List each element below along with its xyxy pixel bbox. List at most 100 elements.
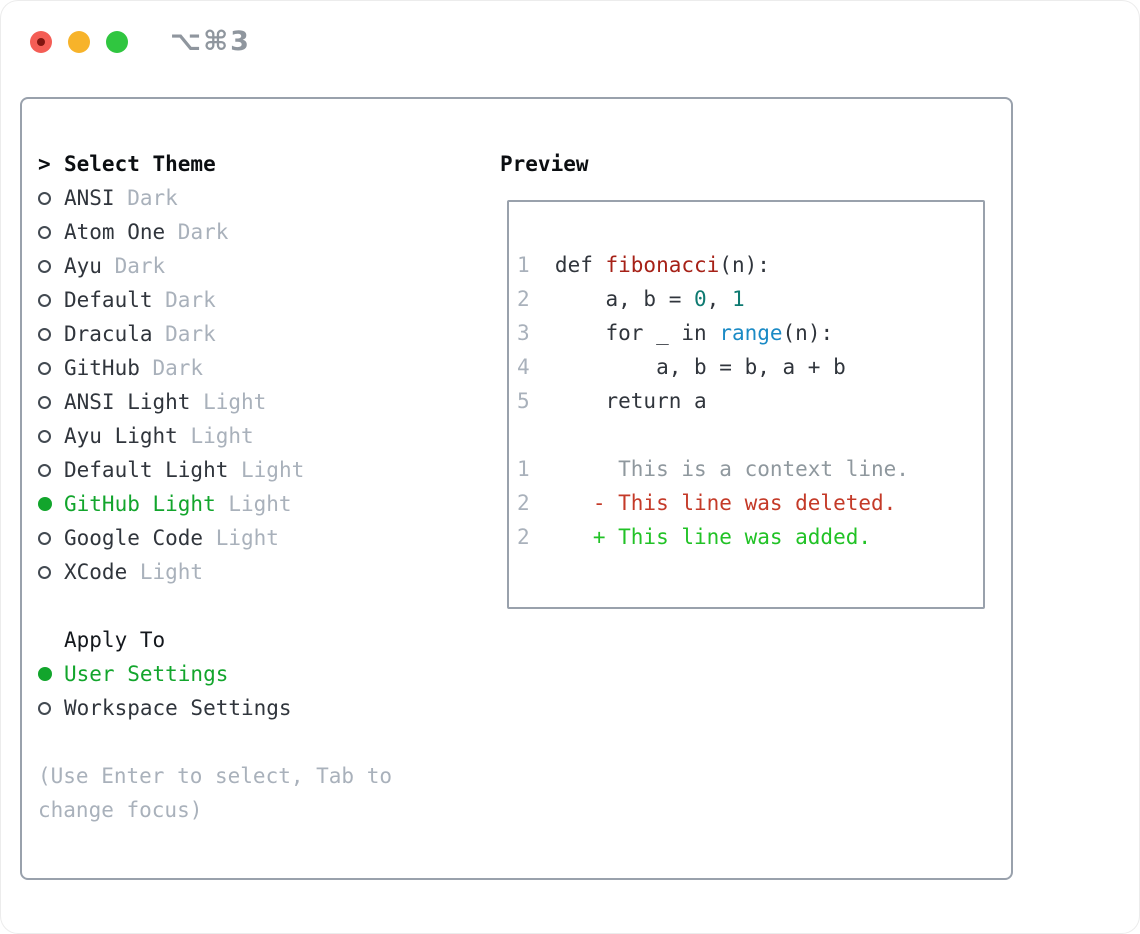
radio-selected-icon (38, 667, 52, 681)
radio-icon (38, 565, 51, 579)
preview-line: 2 + This line was added. (517, 520, 975, 554)
radio-icon (38, 463, 51, 477)
theme-name: Dracula (64, 322, 153, 346)
code-segment-builtin: range (719, 321, 783, 345)
theme-option-ayu[interactable]: Ayu Dark (38, 249, 440, 283)
theme-name: Ayu Light (64, 424, 178, 448)
apply-option-label: User Settings (64, 662, 229, 686)
theme-name: ANSI (64, 186, 115, 210)
radio-icon (38, 395, 51, 409)
theme-name: GitHub (64, 356, 140, 380)
theme-option-dracula[interactable]: Dracula Dark (38, 317, 440, 351)
theme-name: Ayu (64, 254, 102, 278)
code-segment-keyword: in (681, 321, 720, 345)
preview-line: 5 return a (517, 384, 975, 418)
cursor-indicator: > (38, 152, 51, 176)
theme-variant: Light (203, 390, 267, 414)
preview-line: 2 a, b = 0, 1 (517, 282, 975, 316)
theme-variant: Light (215, 526, 279, 550)
radio-icon (38, 293, 51, 307)
theme-name: Atom One (64, 220, 166, 244)
code-segment-plain: (n): (782, 321, 834, 345)
theme-option-ansi-light[interactable]: ANSI Light Light (38, 385, 440, 419)
radio-icon (38, 225, 51, 239)
spacer (38, 589, 440, 623)
theme-variant: Dark (165, 288, 216, 312)
maximize-button[interactable] (106, 30, 128, 53)
code-segment-plain (555, 321, 606, 345)
line-number: 3 (517, 321, 530, 345)
code-segment-plain: a (694, 389, 707, 413)
theme-variant: Dark (165, 322, 216, 346)
preview-line: 1 def fibonacci(n): (517, 248, 975, 282)
preview-line: 2 - This line was deleted. (517, 486, 975, 520)
code-segment-number: 0 (694, 287, 707, 311)
code-segment-plain: a, b = (554, 287, 694, 311)
preview-line (517, 418, 975, 452)
code-segment-number: 1 (731, 287, 745, 311)
apply-option-label: Workspace Settings (64, 696, 292, 720)
preview-line: 3 for _ in range(n): (517, 316, 975, 350)
select-theme-header-row: > Select Theme (38, 147, 440, 181)
theme-variant: Dark (177, 220, 229, 244)
code-segment-keyword: return (605, 389, 695, 413)
theme-option-github-light[interactable]: GitHub Light Light (38, 487, 440, 521)
apply-to-title: Apply To (64, 628, 166, 652)
minimize-button[interactable] (68, 30, 90, 53)
radio-icon (38, 191, 51, 205)
theme-name: GitHub Light (64, 492, 216, 516)
code-segment-function: fibonacci (605, 253, 720, 277)
radio-icon (38, 429, 51, 443)
code-segment-keyword: def (554, 253, 606, 277)
line-number: 5 (517, 389, 530, 413)
radio-icon (38, 259, 51, 273)
close-button[interactable] (30, 30, 52, 53)
code-segment-plain: _ (656, 321, 682, 345)
apply-to-header-row: Apply To (38, 623, 440, 657)
apply-option-user-settings[interactable]: User Settings (38, 657, 440, 691)
theme-option-google-code[interactable]: Google Code Light (38, 521, 440, 555)
theme-variant: Light (139, 560, 204, 584)
radio-icon (38, 361, 51, 375)
code-segment-context: This is a context line. (554, 457, 909, 481)
window-titlebar: ⌥⌘3 (30, 26, 251, 57)
preview-line: 4 a, b = b, a + b (517, 350, 975, 384)
theme-name: Default (64, 288, 153, 312)
code-segment-plain: a, b = b, a + b (554, 355, 846, 379)
theme-variant: Light (228, 492, 292, 516)
help-hint-text: (Use Enter to select, Tab to change focu… (38, 764, 393, 822)
radio-selected-icon (38, 497, 52, 511)
line-number: 2 (517, 491, 530, 515)
code-segment-keyword: for (605, 321, 657, 345)
window-title: ⌥⌘3 (170, 26, 251, 57)
close-dot-icon (37, 37, 45, 46)
code-segment-added: + This line was added. (554, 525, 871, 549)
code-segment-plain: (n): (719, 253, 770, 277)
theme-variant: Light (241, 458, 305, 482)
line-number: 1 (517, 253, 530, 277)
theme-variant: Light (190, 424, 254, 448)
preview-line: 1 This is a context line. (517, 452, 975, 486)
theme-variant: Dark (114, 254, 166, 278)
theme-name: Default Light (64, 458, 229, 482)
theme-name: Google Code (64, 526, 204, 550)
theme-option-atom-one[interactable]: Atom One Dark (38, 215, 440, 249)
theme-option-ayu-light[interactable]: Ayu Light Light (38, 419, 440, 453)
apply-option-workspace-settings[interactable]: Workspace Settings (38, 691, 440, 725)
theme-name: ANSI Light (64, 390, 191, 414)
theme-option-default[interactable]: Default Dark (38, 283, 440, 317)
line-number: 2 (517, 287, 530, 311)
code-segment-deleted: - This line was deleted. (554, 491, 897, 515)
theme-option-default-light[interactable]: Default Light Light (38, 453, 440, 487)
preview-title: Preview (500, 152, 589, 176)
